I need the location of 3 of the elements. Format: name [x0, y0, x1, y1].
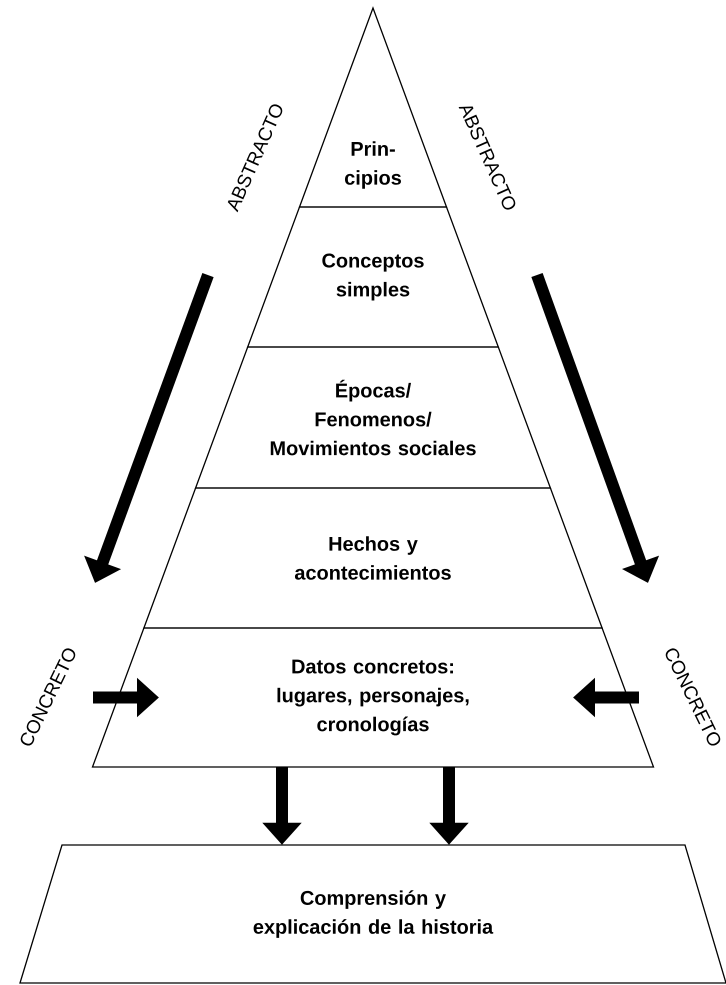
- pyramid-level: Datos concretos: lugares, personajes, cronologías: [92, 627, 654, 768]
- trapezoid-box: Comprensión y explicación de la historia: [19, 844, 726, 984]
- pyramid-level: Épocas/ Fenomenos/ Movimientos sociales: [194, 346, 552, 489]
